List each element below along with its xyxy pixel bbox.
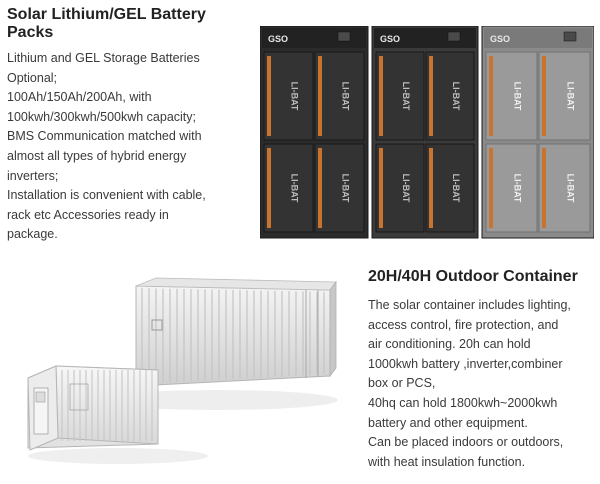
battery-module: LI-BAT (375, 51, 425, 141)
battery-module: LI-BAT (538, 51, 591, 141)
battery-desc-line: Lithium and GEL Storage Batteries (7, 51, 200, 65)
container-desc-line: 1000kwh battery ,inverter,combiner (368, 356, 563, 371)
module-cable (489, 56, 493, 136)
battery-module: LI-BAT (263, 143, 314, 233)
container-desc-line: access control, fire protection, and (368, 317, 559, 332)
container-40ft (135, 277, 337, 387)
container-vent (151, 319, 163, 331)
module-cable (542, 148, 546, 228)
battery-desc-line: 100kwh/300kwh/500kwh capacity; (7, 109, 197, 124)
container-20ft (27, 365, 159, 451)
battery-module: LI-BAT (485, 143, 538, 233)
module-label: LI-BAT (341, 82, 351, 111)
container-door-window (35, 391, 46, 403)
cabinet-display (563, 31, 577, 42)
battery-cabinet: GSO LI-BAT LI-BAT LI-BAT LI-BAT (260, 26, 369, 239)
cabinet-logo: GSO (380, 34, 400, 44)
battery-cabinets-image: GSO LI-BAT LI-BAT LI-BAT LI-BAT GSO LI-BAT LI-B… (260, 26, 594, 239)
module-label: LI-BAT (451, 82, 461, 111)
battery-module: LI-BAT (314, 143, 365, 233)
battery-module: LI-BAT (538, 143, 591, 233)
cabinet-display (447, 31, 461, 42)
module-label: LI-BAT (290, 82, 300, 111)
container-section-title: 20H/40H Outdoor Container (368, 268, 578, 285)
battery-desc-line: 100Ah/150Ah/200Ah, with (7, 90, 152, 105)
battery-description: Lithium and GEL Storage Batteries Option… (7, 49, 252, 245)
module-label: LI-BAT (290, 174, 300, 203)
module-cable (318, 148, 322, 228)
battery-desc-line: package. (7, 227, 58, 242)
cabinet-display (337, 31, 351, 42)
module-cable (542, 56, 546, 136)
module-label: LI-BAT (401, 174, 411, 203)
module-cable (379, 56, 383, 136)
floor-shadow (28, 448, 208, 464)
shipping-containers-image (27, 277, 338, 464)
battery-section-title: Solar Lithium/GEL Battery Packs (7, 6, 247, 42)
container-desc-line: battery and other equipment. (368, 415, 528, 430)
container-desc-line: air conditioning. 20h can hold (368, 337, 531, 352)
cabinet-logo: GSO (490, 34, 510, 44)
battery-desc-line: Installation is convenient with cable, (7, 188, 206, 203)
container-description: The solar container includes lighting, a… (368, 296, 598, 472)
module-label: LI-BAT (451, 174, 461, 203)
battery-desc-line: inverters; (7, 168, 59, 183)
module-label: LI-BAT (566, 174, 576, 203)
battery-desc-line: almost all types of hybrid energy (7, 148, 187, 163)
module-cable (489, 148, 493, 228)
battery-title-line-1: Solar Lithium/GEL Battery (7, 6, 206, 23)
battery-cabinet: GSO LI-BAT LI-BAT LI-BAT LI-BAT (481, 26, 594, 239)
module-label: LI-BAT (513, 82, 523, 111)
container-desc-line: with heat insulation function. (368, 454, 526, 469)
container-desc-line: 40hq can hold 1800kwh~2000kwh (368, 395, 558, 410)
container-desc-line: box or PCS, (368, 376, 436, 391)
battery-module: LI-BAT (485, 51, 538, 141)
module-label: LI-BAT (341, 174, 351, 203)
cabinet-logo: GSO (268, 34, 288, 44)
battery-title-line-2: Packs (7, 24, 54, 41)
module-cable (379, 148, 383, 228)
battery-module: LI-BAT (425, 51, 475, 141)
battery-cabinet: GSO LI-BAT LI-BAT LI-BAT LI-BAT (371, 26, 479, 239)
container-desc-line: Can be placed indoors or outdoors, (368, 435, 564, 450)
battery-module: LI-BAT (425, 143, 475, 233)
module-cable (267, 148, 271, 228)
battery-desc-line: BMS Communication matched with (7, 129, 202, 144)
container-desc-line: The solar container includes lighting, (368, 298, 571, 312)
module-cable (429, 148, 433, 228)
container-vent (69, 383, 89, 411)
battery-module: LI-BAT (263, 51, 314, 141)
battery-desc-line: Optional; (7, 70, 58, 85)
module-cable (318, 56, 322, 136)
module-label: LI-BAT (566, 82, 576, 111)
module-cable (267, 56, 271, 136)
module-label: LI-BAT (513, 174, 523, 203)
module-cable (429, 56, 433, 136)
battery-module: LI-BAT (375, 143, 425, 233)
battery-module: LI-BAT (314, 51, 365, 141)
module-label: LI-BAT (401, 82, 411, 111)
battery-desc-line: rack etc Accessories ready in (7, 207, 169, 222)
